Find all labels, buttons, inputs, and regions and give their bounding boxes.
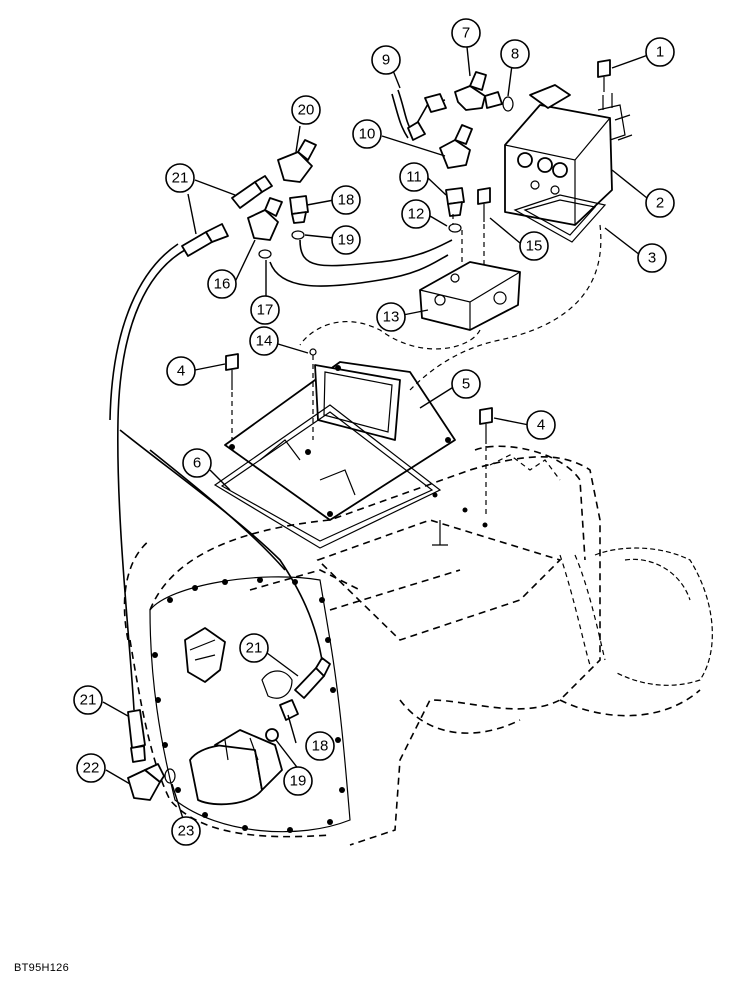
fitting-11 [445, 187, 465, 217]
svg-text:17: 17 [257, 302, 274, 319]
callout-15: 15 [519, 231, 549, 261]
o-ring-19-top [291, 230, 305, 240]
svg-text:6: 6 [193, 455, 201, 472]
callout-2: 2 [645, 188, 675, 218]
fitting-18-lower [279, 699, 299, 721]
o-ring-12 [448, 223, 462, 233]
callout-4-left: 4 [166, 356, 196, 386]
bolt-15 [477, 187, 491, 222]
cover-plate [224, 361, 456, 521]
elbow-fitting-7 [454, 71, 503, 111]
svg-text:16: 16 [214, 276, 231, 293]
callout-12: 12 [401, 199, 431, 229]
o-ring-17 [258, 249, 272, 259]
svg-text:8: 8 [511, 46, 519, 63]
control-valve [504, 84, 633, 226]
callout-7: 7 [451, 18, 481, 48]
hose-end-21-left [181, 223, 229, 257]
callout-16: 16 [207, 269, 237, 299]
svg-text:9: 9 [382, 52, 390, 69]
svg-text:2: 2 [656, 195, 664, 212]
callout-6: 6 [182, 448, 212, 478]
callout-13: 13 [376, 302, 406, 332]
svg-text:7: 7 [462, 25, 470, 42]
callout-5: 5 [451, 369, 481, 399]
svg-text:19: 19 [338, 232, 355, 249]
valve-gasket [513, 194, 607, 243]
callout-21-top: 21 [165, 163, 195, 193]
svg-text:4: 4 [537, 417, 545, 434]
elbow-fitting-20 [277, 139, 317, 183]
callout-19-lower: 19 [283, 766, 313, 796]
callout-3: 3 [637, 243, 667, 273]
gasket [213, 404, 442, 549]
rear-plate-bolts [152, 577, 345, 833]
callout-17: 17 [250, 295, 280, 325]
svg-text:21: 21 [80, 692, 97, 709]
callout-11: 11 [399, 162, 429, 192]
svg-text:20: 20 [298, 102, 315, 119]
svg-text:15: 15 [526, 238, 543, 255]
svg-text:19: 19 [290, 773, 307, 790]
manifold-block [419, 261, 521, 331]
svg-text:14: 14 [256, 333, 273, 350]
svg-text:11: 11 [406, 169, 422, 186]
bolt-part-1 [597, 59, 611, 92]
o-ring-19-lower [265, 728, 279, 742]
tube-9 [391, 89, 447, 141]
callout-14: 14 [249, 326, 279, 356]
elbow-fitting-16 [247, 197, 283, 241]
transmission-housing [123, 445, 713, 846]
elbow-fitting-22 [127, 763, 165, 801]
svg-text:13: 13 [383, 309, 400, 326]
svg-text:1: 1 [656, 44, 664, 61]
svg-text:5: 5 [462, 376, 470, 393]
callout-8: 8 [500, 39, 530, 69]
hoses [109, 214, 606, 711]
fitting-18-top [289, 195, 309, 224]
callout-19-top: 19 [331, 225, 361, 255]
callout-1: 1 [645, 37, 675, 67]
elbow-fitting-10 [439, 124, 473, 169]
callout-23: 23 [171, 816, 201, 846]
callout-22: 22 [76, 753, 106, 783]
svg-text:18: 18 [312, 738, 329, 755]
callout-20: 20 [291, 95, 321, 125]
svg-text:21: 21 [172, 170, 189, 187]
figure-id: BT95H126 [14, 962, 69, 974]
o-ring-8 [502, 96, 514, 112]
svg-text:21: 21 [246, 640, 263, 657]
hose-end-21-bottom [127, 709, 146, 763]
callout-18-top: 18 [331, 185, 361, 215]
callout-9: 9 [371, 45, 401, 75]
hose-end-21-top [231, 175, 273, 209]
svg-text:22: 22 [83, 760, 100, 777]
svg-text:10: 10 [359, 126, 376, 143]
svg-text:12: 12 [408, 206, 425, 223]
o-ring-23 [164, 768, 176, 784]
svg-text:3: 3 [648, 250, 656, 267]
dowel-14 [309, 348, 317, 440]
svg-text:4: 4 [177, 363, 185, 380]
callout-4-right: 4 [526, 410, 556, 440]
bolt-4-left [225, 353, 239, 440]
svg-text:23: 23 [178, 823, 195, 840]
callout-21-middle: 21 [239, 633, 269, 663]
callout-10: 10 [352, 119, 382, 149]
hose-end-21-lower [294, 657, 331, 699]
bolt-4-right [479, 407, 493, 518]
svg-text:18: 18 [338, 192, 355, 209]
callout-18-lower: 18 [305, 731, 335, 761]
callout-21-bottom: 21 [73, 685, 103, 715]
